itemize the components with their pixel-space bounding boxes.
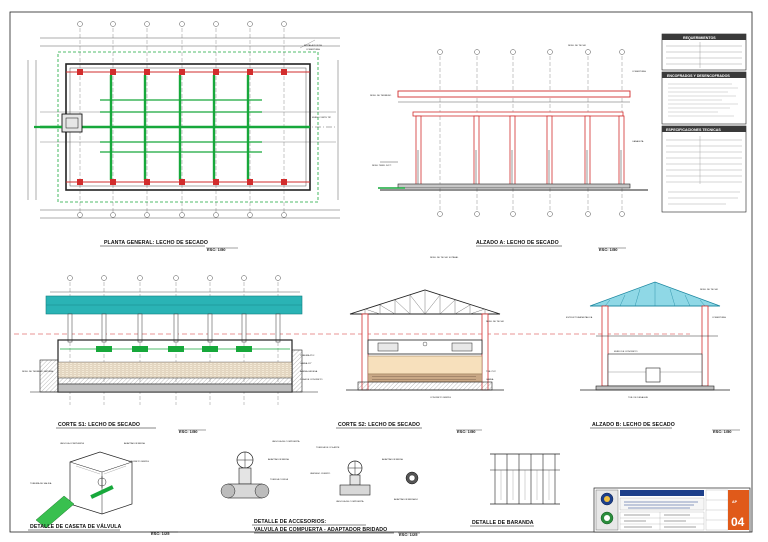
corte-s2-view: NIVEL DE TECHO TUB. PVC GRAVA CONCRETO S… <box>336 256 504 434</box>
caseta-scale: ESC: 1/25 <box>151 531 170 536</box>
svg-text:NIVEL TERR. N.P.T.: NIVEL TERR. N.P.T. <box>372 165 392 167</box>
svg-text:TUBERIA DE SALIDA: TUBERIA DE SALIDA <box>30 482 52 485</box>
sheet-number: 04 <box>731 515 745 529</box>
svg-text:ADAPTADOR BRIDA: ADAPTADOR BRIDA <box>124 442 145 445</box>
svg-text:VASTAGO CUERPO: VASTAGO CUERPO <box>310 472 331 475</box>
notes-panel: REQUERIMIENTOS ENCOFRADOS Y DESENCOFRADO… <box>661 33 747 213</box>
accesorios-title-1: DETALLE DE ACCESORIOS: <box>254 519 326 525</box>
svg-text:CONCRETO SIMPLE: CONCRETO SIMPLE <box>128 461 150 463</box>
alzado-b-view: ESTRUCTURA METALICA COBERTURA NIVEL DE T… <box>566 281 740 434</box>
planta-scale: ESC: 1/50 <box>207 247 226 252</box>
corte-s1-title: CORTE S1: LECHO DE SECADO <box>58 422 140 428</box>
svg-text:CONCRETO SIMPLE: CONCRETO SIMPLE <box>430 397 452 399</box>
alzado-b-title: ALZADO B: LECHO DE SECADO <box>592 422 675 428</box>
sheet-border <box>9 11 753 533</box>
accesorios-detail: VALVULA DE COMPUERTA ADAPTADOR BRIDA TUE… <box>220 440 420 537</box>
svg-text:ESTRUCTURA METALICA: ESTRUCTURA METALICA <box>566 316 593 319</box>
svg-text:NIVEL DE TERRENO NATURAL: NIVEL DE TERRENO NATURAL <box>22 370 55 373</box>
corte-s1-view: NIVEL DE TERRENO NATURAL TUBERIA PVC GRA… <box>14 275 690 434</box>
requerimientos-header: REQUERIMIENTOS <box>683 36 716 40</box>
corte-s1-scale: ESC: 1/50 <box>179 429 198 434</box>
alzado-a-scale: ESC: 1/50 <box>599 247 618 252</box>
svg-text:MURO CORTE TIP.: MURO CORTE TIP. <box>312 117 332 119</box>
corte-s2-scale: ESC: 1/50 <box>457 429 476 434</box>
planta-title: PLANTA GENERAL: LECHO DE SECADO <box>104 240 208 246</box>
svg-text:COBERTURA: COBERTURA <box>632 70 646 73</box>
caseta-title: DETALLE DE CASETA DE VÁLVULA <box>30 523 122 530</box>
alzado-a-title: ALZADO A: LECHO DE SECADO <box>476 240 559 246</box>
svg-text:COBERTURA: COBERTURA <box>712 316 726 319</box>
svg-text:NIVEL DE TECHO: NIVEL DE TECHO <box>700 289 718 291</box>
svg-text:VALVULA COMPUERTA: VALVULA COMPUERTA <box>60 442 84 445</box>
svg-text:LOSA DE CONCRETO: LOSA DE CONCRETO <box>300 378 323 381</box>
svg-text:ADAPTADOR BRIDADO: ADAPTADOR BRIDADO <box>394 498 418 501</box>
svg-text:ADAPTADOR BRIDA: ADAPTADOR BRIDA <box>268 458 289 461</box>
encofrados-header: ENCOFRADOS Y DESENCOFRADOS <box>667 74 730 78</box>
svg-text:NIVEL DE TECHO: NIVEL DE TECHO <box>568 45 586 47</box>
svg-text:GRAVA 1/2": GRAVA 1/2" <box>300 362 312 365</box>
svg-text:ARENA GRUESA: ARENA GRUESA <box>300 370 318 373</box>
svg-text:TUERCA CONICA: TUERCA CONICA <box>270 478 289 481</box>
svg-text:TUB. DE DESAGUE: TUB. DE DESAGUE <box>628 396 648 399</box>
svg-text:NIVEL DE TECHO: NIVEL DE TECHO <box>486 321 504 323</box>
alzado-a-view: NIVEL DE TERRENO NIVEL TERR. N.P.T. COBE… <box>370 45 648 252</box>
svg-text:TUERCA DE VOLANTE: TUERCA DE VOLANTE <box>316 446 340 449</box>
baranda-title: DETALLE DE BARANDA <box>472 520 534 526</box>
valve-box-plan <box>61 113 83 133</box>
caseta-detail: VALVULA COMPUERTA ADAPTADOR BRIDA CONCRE… <box>28 442 178 536</box>
alzado-b-scale: ESC: 1/50 <box>713 429 732 434</box>
accesorios-scale: ESC: 1/25 <box>399 532 418 537</box>
svg-text:NIVEL DE TECHO SOTAVAL: NIVEL DE TECHO SOTAVAL <box>430 256 459 259</box>
corte-s2-title: CORTE S2: LECHO DE SECADO <box>338 422 420 428</box>
baranda-detail: DETALLE DE BARANDA <box>470 453 560 527</box>
svg-text:GRAVA: GRAVA <box>486 378 494 381</box>
svg-text:VALVULA DE COMPUERTA: VALVULA DE COMPUERTA <box>336 500 364 503</box>
svg-text:TUBERIA PVC: TUBERIA PVC <box>300 354 315 357</box>
title-block: AP 04 <box>593 487 751 533</box>
svg-text:ADAPTADOR BRIDA: ADAPTADOR BRIDA <box>382 458 403 461</box>
planta-general-view: INSTALACION DE COBERTURA MURO CORTE TIP.… <box>27 21 340 252</box>
svg-text:NIVEL DE TERRENO: NIVEL DE TERRENO <box>370 95 391 97</box>
svg-text:MURO DE CONCRETO: MURO DE CONCRETO <box>614 351 638 353</box>
accesorios-title-2: VALVULA DE COMPUERTA - ADAPTADOR BRIDADO <box>254 527 387 533</box>
svg-text:COBERTURA: COBERTURA <box>306 48 320 51</box>
svg-text:CANALETA: CANALETA <box>632 140 644 143</box>
svg-text:VALVULA DE COMPUERTA: VALVULA DE COMPUERTA <box>272 440 300 443</box>
sheet-prefix: AP <box>732 500 738 504</box>
svg-text:INSTALACION DE: INSTALACION DE <box>304 44 323 47</box>
svg-text:TUB. PVC: TUB. PVC <box>486 371 497 373</box>
especificaciones-header: ESPECIFICACIONES TECNICAS <box>666 128 721 132</box>
